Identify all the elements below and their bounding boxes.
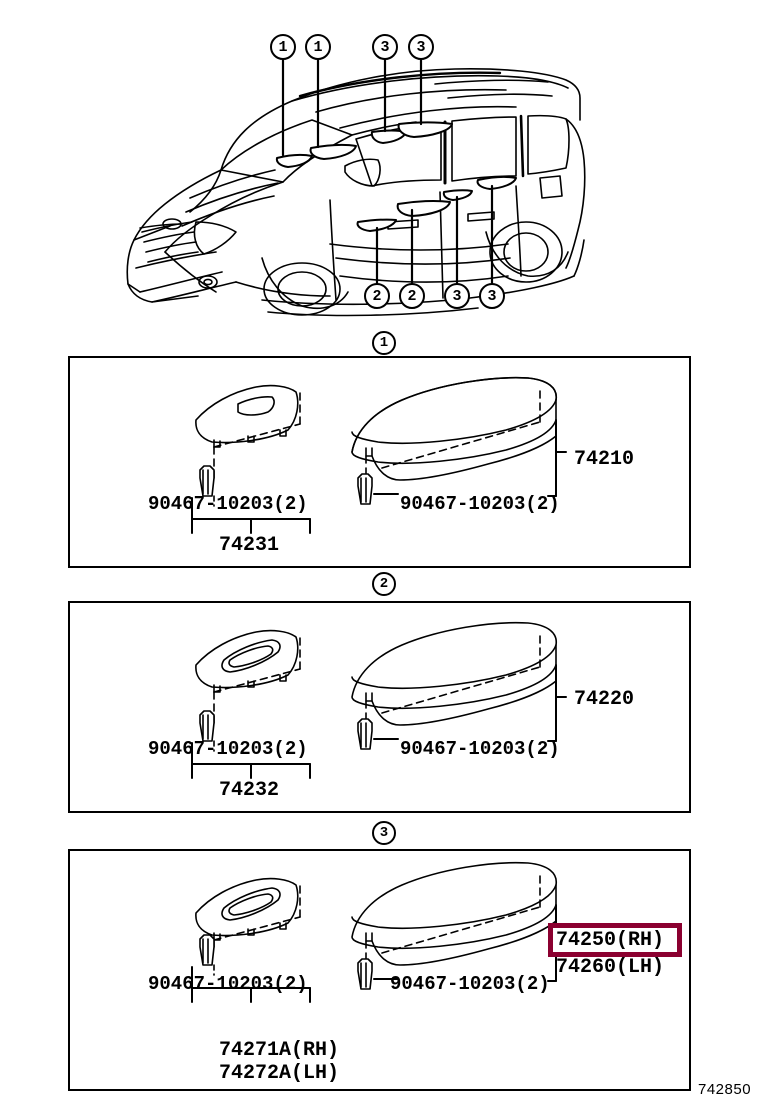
panel-3-holder-bolt-label: 90467-10203(2) <box>148 973 308 995</box>
panel-2-holder-bolt-label: 90467-10203(2) <box>148 738 308 760</box>
vehicle-callout-2b: 2 <box>399 283 425 309</box>
panel-3-visor-bolt-label: 90467-10203(2) <box>390 973 550 995</box>
panel-2-marker: 2 <box>372 572 396 596</box>
panel-3-box <box>68 849 691 1091</box>
vehicle-callout-3b: 3 <box>408 34 434 60</box>
vehicle-callout-3a: 3 <box>372 34 398 60</box>
vehicle-callout-1b: 1 <box>305 34 331 60</box>
vehicle-callout-3d: 3 <box>479 283 505 309</box>
vehicle-callout-2a: 2 <box>364 283 390 309</box>
panel-2-visor-part-label: 74220 <box>574 688 635 711</box>
panel-3-visor-part-rh-label: 74250(RH) <box>556 929 665 952</box>
panel-1-box <box>68 356 691 568</box>
diagram-code: 742850 <box>698 1081 752 1098</box>
panel-2-visor-bolt-label: 90467-10203(2) <box>400 738 560 760</box>
panel-2-holder-part-label: 74232 <box>219 779 280 802</box>
panel-3-marker: 3 <box>372 821 396 845</box>
panel-3-holder-part-lh-label: 74272A(LH) <box>219 1062 340 1085</box>
panel-3-visor-part-lh-label: 74260(LH) <box>556 956 665 979</box>
panel-1-holder-part-label: 74231 <box>219 534 280 557</box>
panel-1-visor-bolt-label: 90467-10203(2) <box>400 493 560 515</box>
panel-1-visor-part-label: 74210 <box>574 448 635 471</box>
panel-1-holder-bolt-label: 90467-10203(2) <box>148 493 308 515</box>
panel-1-marker: 1 <box>372 331 396 355</box>
highlighted-part-box[interactable] <box>548 923 682 957</box>
panel-3-holder-part-rh-label: 74271A(RH) <box>219 1039 340 1062</box>
panel-2-box <box>68 601 691 813</box>
vehicle-callout-1a: 1 <box>270 34 296 60</box>
vehicle-callout-3c: 3 <box>444 283 470 309</box>
